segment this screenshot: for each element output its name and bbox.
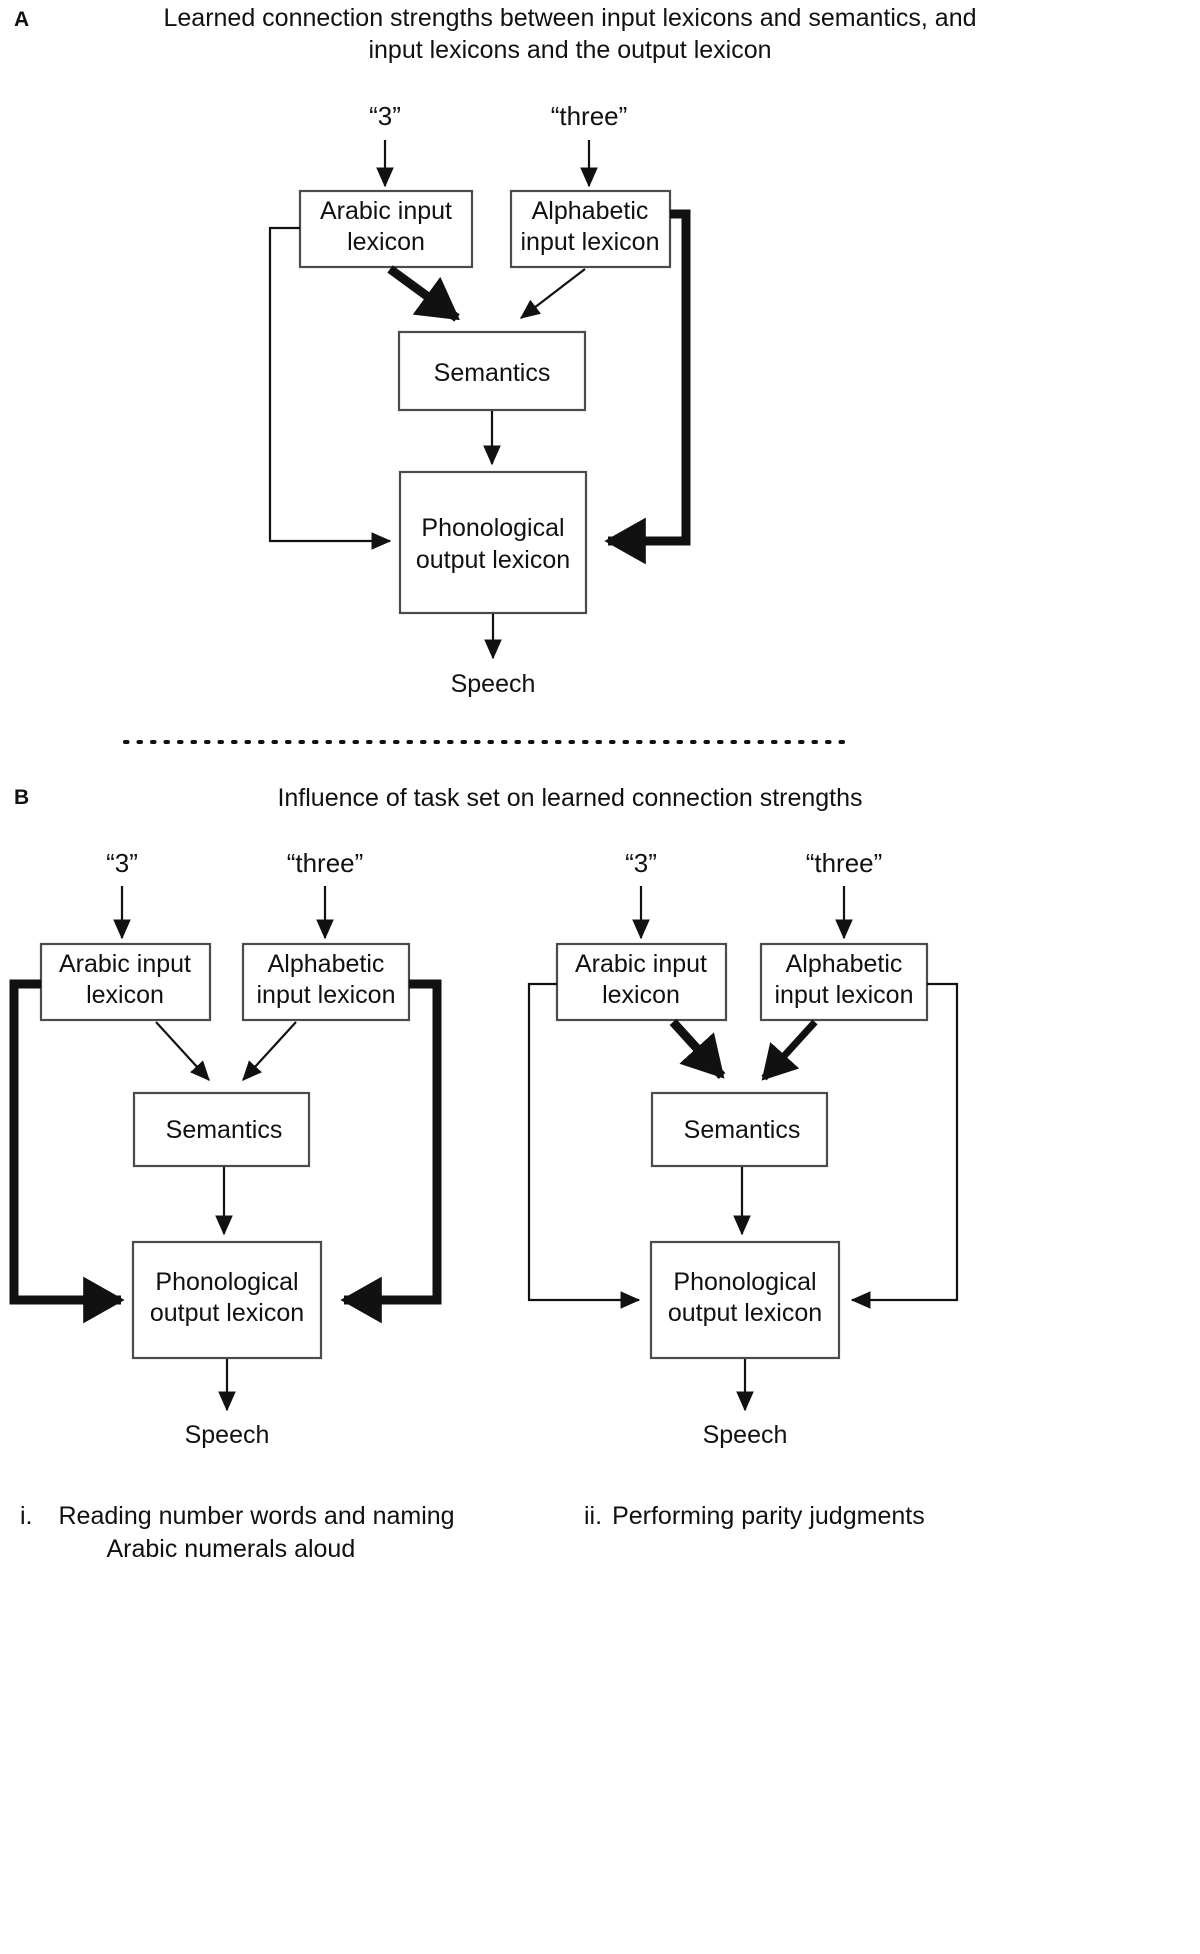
panel-b-left-phonological-output-lexicon-label-line2: output lexicon (150, 1299, 304, 1327)
panel-b-left-arabic-input-label: “3” (106, 848, 138, 878)
panel-b-right-phonological-output-lexicon-box[interactable] (649, 1240, 841, 1360)
panel-a-title: Learned connection strengths between inp… (60, 2, 1080, 66)
panel-a-phonological-output-lexicon-box[interactable] (398, 470, 588, 615)
panel-b-right-alphabetic-input-lexicon-label-line2: input lexicon (775, 981, 914, 1009)
panel-b-right-connection-arabic-to-semantics (669, 1018, 726, 1080)
panel-b-right-arabic-input-lexicon-label-line1: Arabic input (575, 950, 707, 978)
panel-b-right-connection-arabic-to-output (527, 982, 641, 1309)
panel-b-left-alphabetic-input-lexicon-box[interactable] (241, 942, 411, 1022)
panel-b-left-connection-arabic-to-semantics (155, 1021, 210, 1081)
panel-b-letter: B (14, 786, 30, 809)
panel-b-left-alphabetic-input-lexicon-label-line2: input lexicon (257, 981, 396, 1009)
panel-b-left-arabic-input-lexicon-label-line1: Arabic input (59, 950, 191, 978)
panel-b-left-connection-alphabetic-to-output (340, 979, 442, 1324)
panel-b-right-alphabetic-input-lexicon-box[interactable] (759, 942, 929, 1022)
panel-b-left-arabic-input-lexicon-label-line2: lexicon (86, 981, 164, 1009)
panel-a-phonological-output-lexicon-label-line2: output lexicon (416, 546, 570, 574)
panel-a-semantics-label: Semantics (434, 359, 551, 387)
panel-a-arabic-input-lexicon-label-line2: lexicon (347, 228, 425, 256)
panel-b-right-semantics-box[interactable] (650, 1091, 829, 1168)
panel-a-model: “3” “three” Arabic input lexicon Alphabe… (268, 101, 691, 698)
panel-a-arabic-input-lexicon-label-line1: Arabic input (320, 197, 452, 225)
panel-b-left-caption-number: i. (20, 1502, 33, 1530)
panel-b-title: Influence of task set on learned connect… (277, 784, 863, 812)
panel-b-left-caption: i. Reading number words and naming Arabi… (20, 1500, 540, 1565)
panel-b-right-connection-alphabetic-to-output (850, 982, 959, 1309)
panel-a-alphabetic-input-lexicon-box[interactable] (509, 189, 672, 269)
panel-b-right-arabic-input-lexicon-label-line2: lexicon (602, 981, 680, 1009)
panel-a-title-line2: input lexicons and the output lexicon (368, 36, 772, 64)
panel-a-alphabetic-input-label: “three” (551, 101, 628, 131)
panel-b-right-model: “3” “three” Arabic input lexicon Alphabe… (527, 848, 959, 1449)
panel-b-left-caption-line1: Reading number words and naming (58, 1502, 455, 1530)
panel-b-right-arabic-input-lexicon-box[interactable] (555, 942, 728, 1022)
panel-b-right-phonological-output-lexicon-label-line1: Phonological (673, 1268, 816, 1296)
panel-b-right-semantics-label: Semantics (684, 1116, 801, 1144)
panel-b-right-speech-label: Speech (703, 1421, 788, 1449)
panel-b-right-arabic-input-label: “3” (625, 848, 657, 878)
panel-a-connection-alphabetic-to-semantics (519, 268, 586, 319)
panel-a-letter: A (14, 8, 30, 31)
panel-a-connection-alphabetic-to-output (604, 209, 691, 565)
panel-b-left-semantics-label: Semantics (166, 1116, 283, 1144)
panel-b-left-connection-alphabetic-to-semantics (242, 1021, 297, 1081)
panel-a-alphabetic-input-lexicon-label-line1: Alphabetic (532, 197, 649, 225)
panel-a-speech-label: Speech (451, 670, 536, 698)
panel-a-semantics-box[interactable] (397, 330, 587, 412)
panel-a-title-line1: Learned connection strengths between inp… (163, 4, 977, 32)
panel-b-left-connection-arabic-to-output (9, 979, 125, 1324)
panel-b-left-semantics-box[interactable] (132, 1091, 311, 1168)
panel-b-left-speech-label: Speech (185, 1421, 270, 1449)
panel-b-right-alphabetic-input-lexicon-label-line1: Alphabetic (786, 950, 903, 978)
panel-b-right-caption-number: ii. (584, 1502, 603, 1530)
panel-b-right-caption-line1: Performing parity judgments (612, 1502, 925, 1530)
panel-a-arabic-input-lexicon-box[interactable] (298, 189, 474, 269)
panel-b-left-alphabetic-input-lexicon-label-line1: Alphabetic (268, 950, 385, 978)
panel-b-right-phonological-output-lexicon-label-line2: output lexicon (668, 1299, 822, 1327)
panel-b-left-caption-line2: Arabic numerals aloud (106, 1534, 356, 1563)
panel-b-right-alphabetic-input-label: “three” (806, 848, 883, 878)
panel-a-alphabetic-input-lexicon-label-line2: input lexicon (521, 228, 660, 256)
panel-b-left-phonological-output-lexicon-label-line1: Phonological (155, 1268, 298, 1296)
panel-a-connection-arabic-to-semantics (387, 265, 460, 322)
panel-b-left-model: “3” “three” Arabic input lexicon Alphabe… (9, 848, 442, 1449)
panel-b-right-caption: ii. Performing parity judgments (584, 1500, 1144, 1533)
panel-b-right-connection-alphabetic-to-semantics (761, 1019, 818, 1081)
panel-b-left-arabic-input-lexicon-box[interactable] (39, 942, 212, 1022)
panel-a-connection-arabic-to-output (268, 226, 392, 550)
panel-b-left-alphabetic-input-label: “three” (287, 848, 364, 878)
panel-a-phonological-output-lexicon-label-line1: Phonological (421, 514, 564, 542)
panel-a-arabic-input-label: “3” (369, 101, 401, 131)
panel-b-left-phonological-output-lexicon-box[interactable] (131, 1240, 323, 1360)
